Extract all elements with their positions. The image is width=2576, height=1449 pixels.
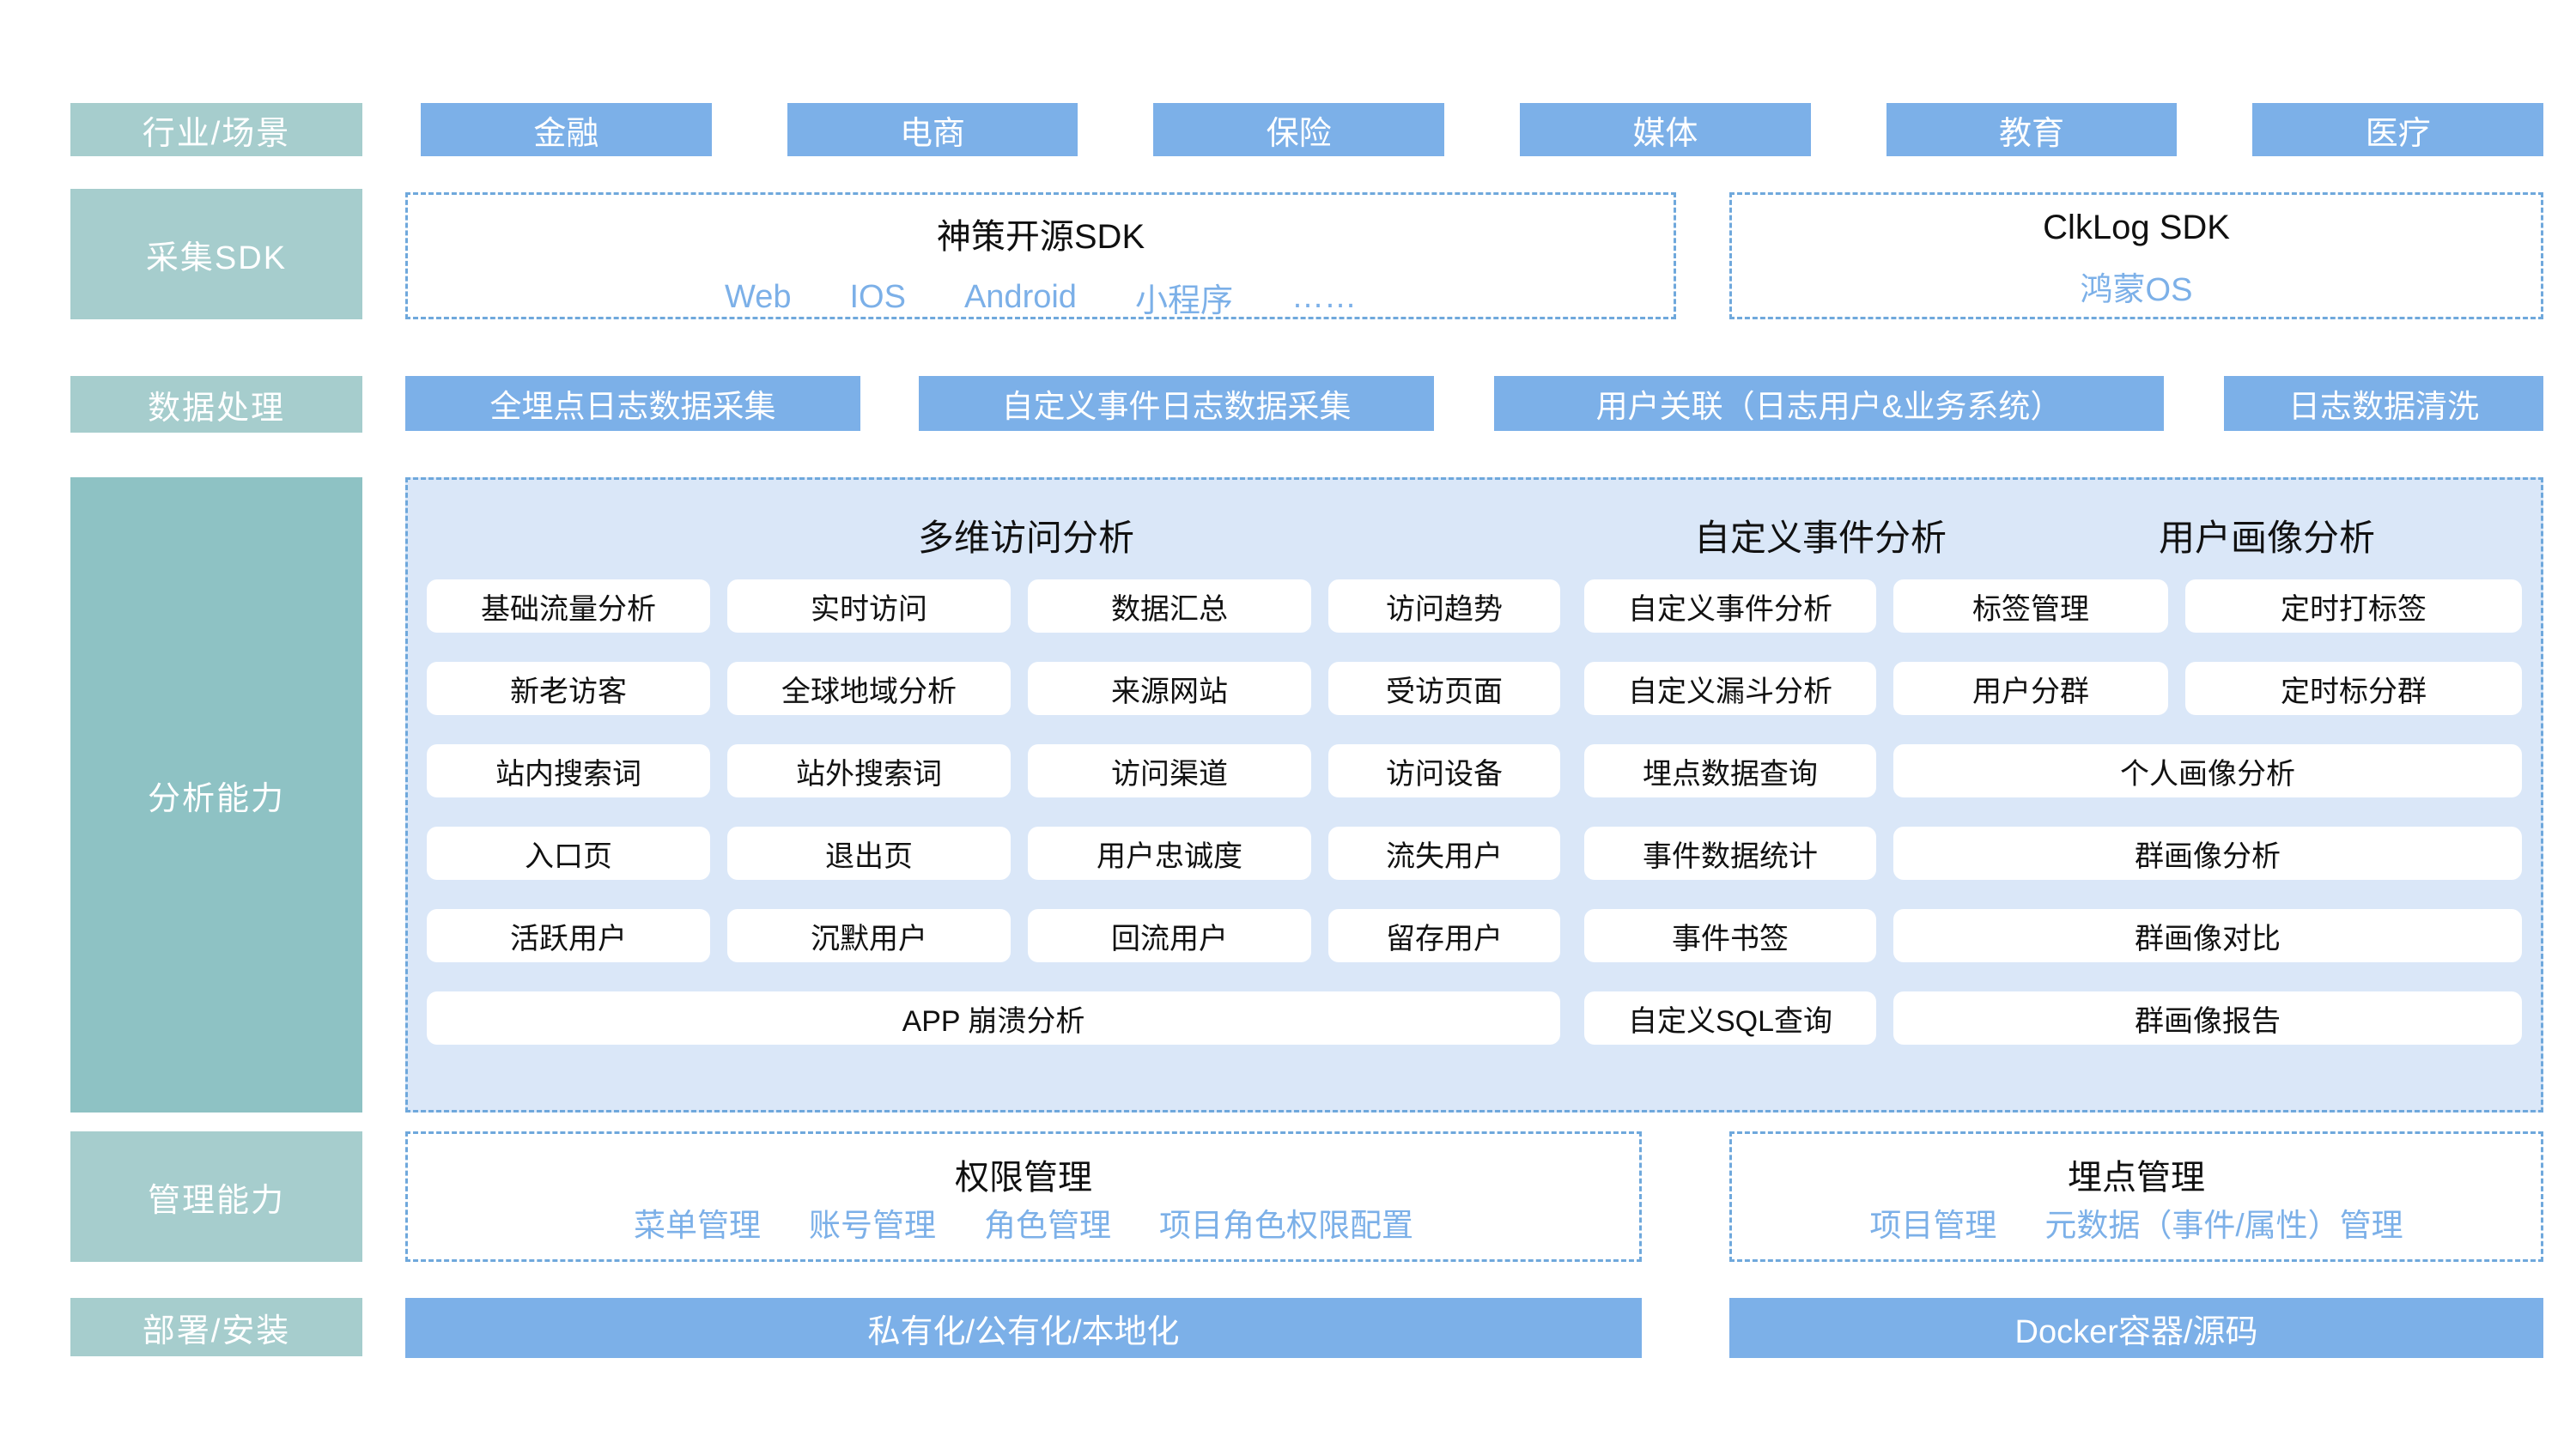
industry-row: 金融 电商 保险 媒体 教育 医疗 [421,103,2544,156]
deploy-chip-hosting[interactable]: 私有化/公有化/本地化 [405,1298,1642,1358]
analysis-cell[interactable]: 定时标分群 [2185,662,2522,715]
sidebar-item-industry[interactable]: 行业/场景 [70,103,362,156]
analysis-cell[interactable]: 新老访客 [427,662,710,715]
industry-chip-finance[interactable]: 金融 [421,103,712,156]
dp-chip-custom-event[interactable]: 自定义事件日志数据采集 [919,376,1434,431]
sidebar-item-data-processing[interactable]: 数据处理 [70,376,362,433]
analysis-cell[interactable]: 个人画像分析 [1893,744,2522,797]
analysis-cell[interactable]: 沉默用户 [727,909,1011,962]
dp-chip-log-cleaning[interactable]: 日志数据清洗 [2224,376,2543,431]
analysis-panel: 多维访问分析 自定义事件分析 用户画像分析 基础流量分析 实时访问 数据汇总 访… [405,477,2543,1113]
analysis-cell[interactable]: 回流用户 [1028,909,1311,962]
sidebar-item-analysis[interactable]: 分析能力 [70,477,362,1113]
industry-chip-media[interactable]: 媒体 [1520,103,1811,156]
sidebar-item-collect-sdk[interactable]: 采集SDK [70,189,362,319]
sdk-platform-web[interactable]: Web [725,279,792,315]
sdk-platform-ios[interactable]: IOS [849,279,906,315]
analysis-cell[interactable]: 数据汇总 [1028,579,1311,633]
sdk-platform-android[interactable]: Android [963,279,1077,315]
management-panel-permissions: 权限管理 菜单管理 账号管理 角色管理 项目角色权限配置 [405,1131,1642,1262]
analysis-cell[interactable]: 基础流量分析 [427,579,710,633]
analysis-cell[interactable]: 访问设备 [1328,744,1560,797]
management-item-list: 项目管理 元数据（事件/属性）管理 [1732,1199,2541,1246]
analysis-cell[interactable]: 定时打标签 [2185,579,2522,633]
analysis-cell[interactable]: 标签管理 [1893,579,2168,633]
deploy-chip-docker-source[interactable]: Docker容器/源码 [1729,1298,2543,1358]
analysis-cell[interactable]: 群画像分析 [1893,827,2522,880]
analysis-cell[interactable]: 自定义漏斗分析 [1584,662,1876,715]
analysis-heading-persona: 用户画像分析 [2158,518,2375,558]
industry-chip-education[interactable]: 教育 [1886,103,2178,156]
analysis-cell[interactable]: 站外搜索词 [727,744,1011,797]
industry-chip-healthcare[interactable]: 医疗 [2252,103,2544,156]
management-item-project[interactable]: 项目管理 [1869,1208,1997,1243]
sdk-panel-title: 神策开源SDK [936,218,1145,256]
analysis-cell[interactable]: 全球地域分析 [727,662,1011,715]
analysis-cell[interactable]: 流失用户 [1328,827,1560,880]
management-panel-title: 埋点管理 [2068,1159,2205,1197]
analysis-cell[interactable]: 事件书签 [1584,909,1876,962]
sdk-panel-sensors: 神策开源SDK Web IOS Android 小程序 …… [405,192,1676,319]
management-item-menu[interactable]: 菜单管理 [634,1208,761,1243]
analysis-cell[interactable]: 活跃用户 [427,909,710,962]
sidebar-item-deploy[interactable]: 部署/安装 [70,1298,362,1356]
sdk-panel-title: ClkLog SDK [2043,209,2230,246]
sdk-panel-clklog: ClkLog SDK 鸿蒙OS [1729,192,2543,319]
sdk-platform-list: Web IOS Android 小程序 …… [408,274,1674,321]
industry-chip-ecommerce[interactable]: 电商 [787,103,1078,156]
analysis-cell[interactable]: 用户分群 [1893,662,2168,715]
analysis-cell[interactable]: 自定义SQL查询 [1584,991,1876,1045]
sidebar-label-text: 行业/场景 [142,115,291,152]
management-item-metadata[interactable]: 元数据（事件/属性）管理 [2044,1208,2403,1243]
analysis-cell[interactable]: 退出页 [727,827,1011,880]
analysis-cell[interactable]: 实时访问 [727,579,1011,633]
analysis-cell[interactable]: 留存用户 [1328,909,1560,962]
management-panel-title: 权限管理 [955,1159,1092,1197]
management-panel-tracking: 埋点管理 项目管理 元数据（事件/属性）管理 [1729,1131,2543,1262]
management-item-account[interactable]: 账号管理 [809,1208,936,1243]
analysis-cell[interactable]: 访问渠道 [1028,744,1311,797]
sdk-platform-miniprogram[interactable]: 小程序 [1134,283,1233,319]
analysis-cell[interactable]: 入口页 [427,827,710,880]
analysis-cell[interactable]: 访问趋势 [1328,579,1560,633]
analysis-cell-app-crash[interactable]: APP 崩溃分析 [427,991,1560,1045]
sidebar-label-text: 部署/安装 [142,1313,291,1349]
analysis-cell[interactable]: 站内搜索词 [427,744,710,797]
sdk-platform-list: 鸿蒙OS [1732,263,2541,310]
analysis-cell[interactable]: 群画像报告 [1893,991,2522,1045]
sdk-platform-more: …… [1291,279,1357,315]
analysis-cell[interactable]: 群画像对比 [1893,909,2522,962]
dp-chip-user-association[interactable]: 用户关联（日志用户&业务系统） [1494,376,2164,431]
industry-chip-insurance[interactable]: 保险 [1153,103,1445,156]
dp-chip-full-tracking[interactable]: 全埋点日志数据采集 [405,376,860,431]
sidebar-label-text: 管理能力 [147,1182,285,1219]
analysis-cell[interactable]: 用户忠诚度 [1028,827,1311,880]
sidebar-item-management[interactable]: 管理能力 [70,1131,362,1262]
analysis-cell[interactable]: 来源网站 [1028,662,1311,715]
analysis-cell[interactable]: 事件数据统计 [1584,827,1876,880]
sidebar-label-text: 采集SDK [145,239,288,276]
sidebar-label-text: 数据处理 [147,390,285,427]
sidebar-label-text: 分析能力 [147,780,285,817]
analysis-cell[interactable]: 受访页面 [1328,662,1560,715]
analysis-cell[interactable]: 自定义事件分析 [1584,579,1876,633]
management-item-project-role-permission[interactable]: 项目角色权限配置 [1159,1208,1413,1243]
sdk-platform-harmonyos[interactable]: 鸿蒙OS [2080,272,2193,308]
management-item-list: 菜单管理 账号管理 角色管理 项目角色权限配置 [408,1199,1639,1246]
analysis-heading-custom-event: 自定义事件分析 [1693,518,1947,558]
analysis-cell[interactable]: 埋点数据查询 [1584,744,1876,797]
management-item-role[interactable]: 角色管理 [984,1208,1111,1243]
analysis-heading-multi-dim: 多维访问分析 [917,518,1134,558]
